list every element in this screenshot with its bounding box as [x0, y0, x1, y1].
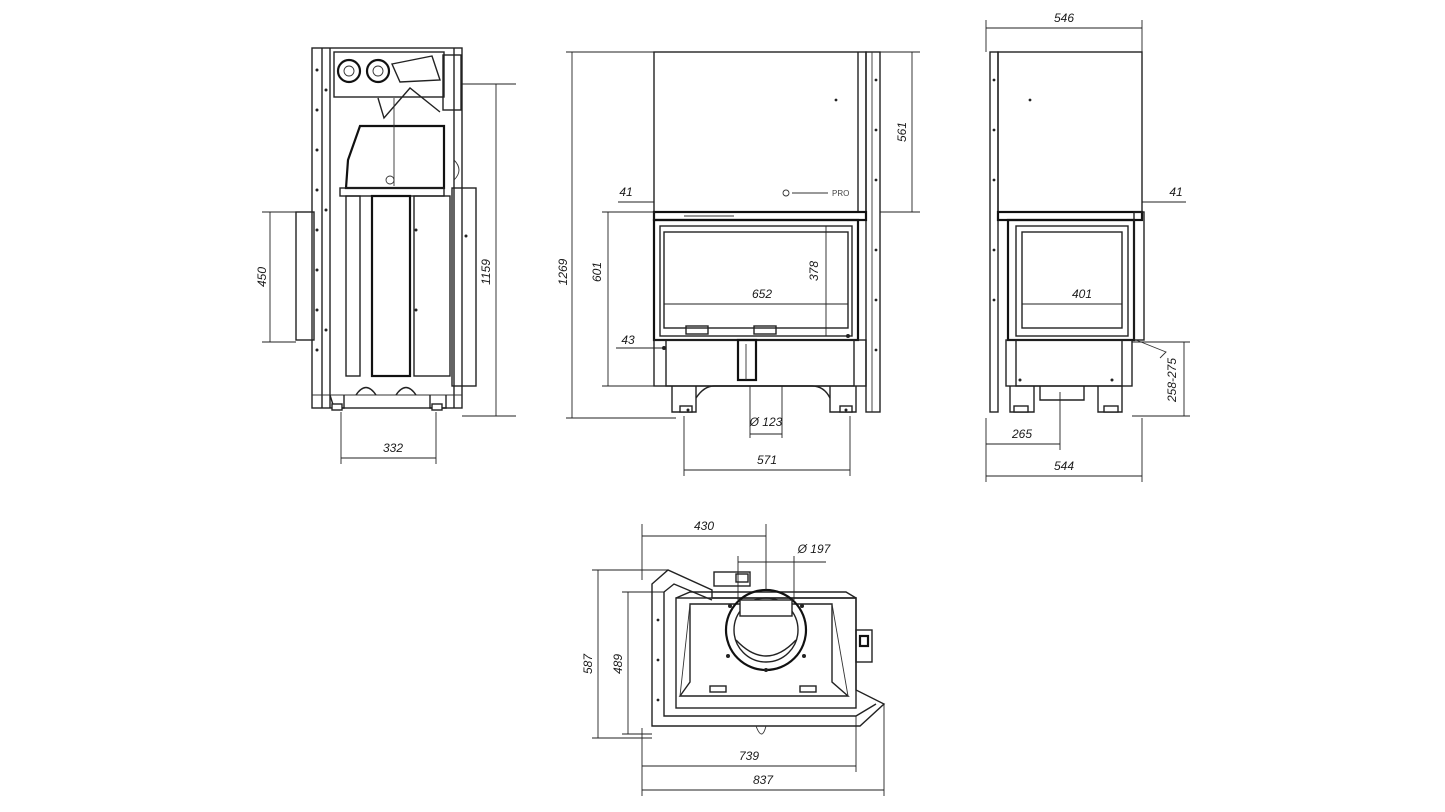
fan-left-icon [336, 58, 362, 84]
dim-601: 601 [590, 262, 604, 282]
dim-450: 450 [255, 267, 269, 287]
dim-flue-123: Ø 123 [749, 415, 783, 429]
dim-561: 561 [895, 122, 909, 142]
dim-489: 489 [611, 654, 625, 674]
dim-571: 571 [757, 453, 777, 467]
dim-41-end: 41 [1169, 185, 1182, 199]
dim-652: 652 [752, 287, 772, 301]
end-view: 546 41 401 258-275 265 544 [985, 11, 1190, 482]
dim-739: 739 [739, 749, 759, 763]
dim-546: 546 [1054, 11, 1074, 25]
brand-logo-icon [782, 189, 790, 197]
plan-view: 430 Ø 197 587 489 739 837 [581, 519, 886, 796]
fan-right-icon [365, 58, 391, 84]
side-view: 450 1159 332 [255, 47, 516, 464]
dim-41-front: 41 [619, 185, 632, 199]
dim-1269: 1269 [556, 258, 570, 285]
dim-587: 587 [581, 653, 595, 674]
dim-430: 430 [694, 519, 714, 533]
dim-332: 332 [383, 441, 403, 455]
dim-378: 378 [807, 261, 821, 281]
dim-flue-197: Ø 197 [797, 542, 832, 556]
dim-43: 43 [621, 333, 635, 347]
brand-logo-text: PRO [832, 189, 849, 198]
dim-544: 544 [1054, 459, 1074, 473]
dim-258-275: 258-275 [1165, 358, 1179, 403]
dim-1159: 1159 [479, 259, 493, 285]
dim-837: 837 [753, 773, 774, 787]
dim-401: 401 [1072, 287, 1092, 301]
dim-265: 265 [1011, 427, 1032, 441]
front-view: PRO 1269 601 41 [556, 51, 920, 476]
side-view-rivets [315, 68, 468, 352]
